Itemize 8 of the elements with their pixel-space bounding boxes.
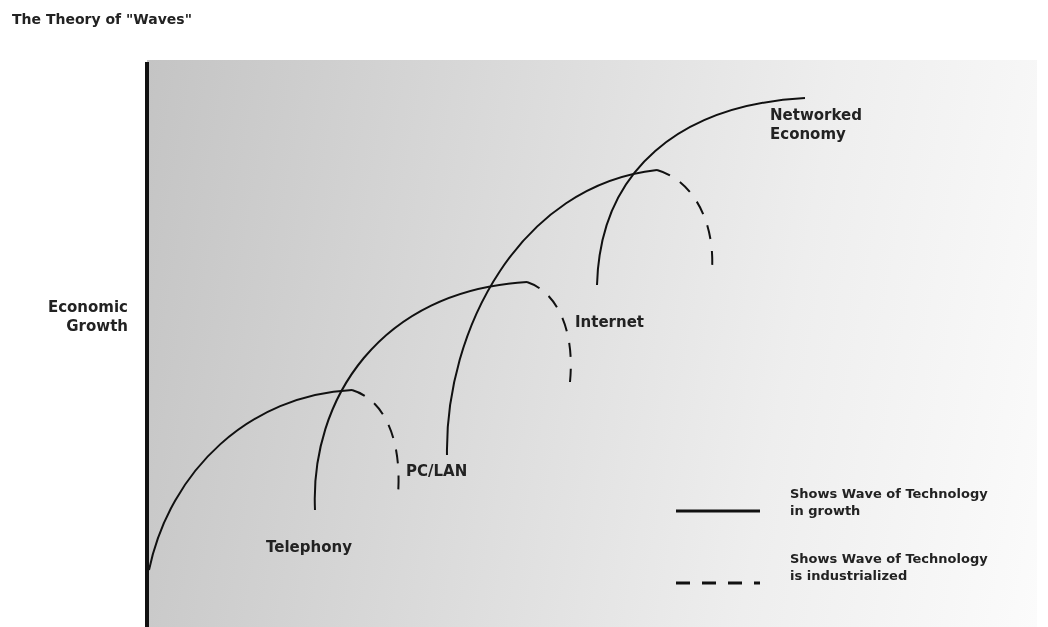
legend-text: Shows Wave of Technology is industrialized (790, 550, 989, 584)
wave-label: Telephony (266, 538, 352, 557)
chart-title: The Theory of "Waves" (12, 10, 192, 29)
wave-label: Internet (575, 313, 645, 332)
axis-label: Economic Growth (46, 298, 128, 336)
wave-label: Networked Economy (770, 106, 863, 144)
legend-text: Shows Wave of Technology in growth (790, 485, 989, 519)
wave-label: PC/LAN (406, 462, 468, 481)
